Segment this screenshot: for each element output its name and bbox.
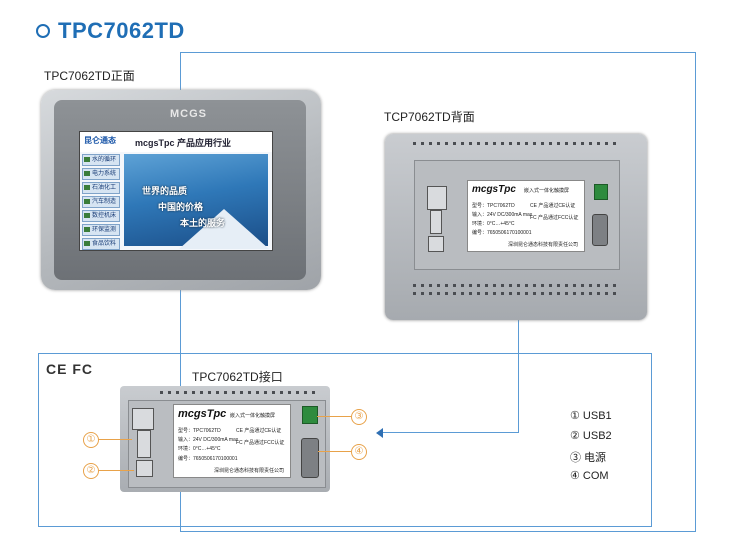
label-model: 型号：TPC7062TD (178, 428, 221, 434)
legend-power: ③ 电源 (570, 452, 607, 464)
label-serial: 编号：7650506170100001 (178, 456, 238, 462)
legend-com: ④ COM (570, 470, 609, 482)
vent-slots (160, 391, 320, 394)
label-serial: 编号：7650506170100001 (472, 230, 532, 236)
callout-line (98, 470, 134, 471)
connector-line (180, 531, 696, 532)
screen-menu-item: 水的循环 (82, 154, 120, 166)
label-product: 嵌入式一体化触摸屏 (230, 413, 276, 419)
screen-menu-item: 石油化工 (82, 182, 120, 194)
usb1-port (427, 186, 447, 210)
usb1-port (132, 408, 154, 430)
front-caption: TPC7062TD正面 (44, 69, 135, 83)
screen-brand: 昆仑通态 (84, 136, 116, 145)
label-env: 环境：0°C…+45°C (178, 446, 221, 452)
label-cert-ce: CE 产品通过CE认证 (236, 428, 282, 434)
label-product: 嵌入式一体化触摸屏 (524, 188, 570, 194)
com-port (592, 214, 608, 246)
screen-header-text: mcgsTpc 产品应用行业 (135, 138, 232, 148)
label-brand: mcgsTpc (472, 184, 516, 195)
page-title: TPC7062TD (58, 18, 185, 43)
interface-caption: TPC7062TD接口 (192, 370, 283, 384)
back-caption: TCP7062TD背面 (384, 110, 475, 124)
label-cert-ce: CE 产品通过CE认证 (530, 203, 576, 209)
screen-menu: 水的循环 电力系统 石油化工 汽车制造 数控机床 环保监测 食品饮料 (82, 154, 120, 250)
power-connector (594, 184, 608, 200)
connector-line (518, 320, 519, 432)
label-model: 型号：TPC7062TD (472, 203, 515, 209)
connector-line (695, 52, 696, 532)
legend-usb1: ① USB1 (570, 410, 612, 422)
screen-menu-item: 汽车制造 (82, 196, 120, 208)
label-company: 深圳昆仑通态科技有限责任公司 (214, 468, 285, 474)
label-brand: mcgsTpc (178, 408, 227, 420)
interface-label: mcgsTpc 嵌入式一体化触摸屏 型号：TPC7062TD 输入：24V DC… (173, 404, 291, 478)
com-port (301, 438, 319, 478)
callout-power: ③ (351, 409, 367, 425)
legend-usb2: ② USB2 (570, 430, 612, 442)
connector-line (180, 52, 696, 53)
device-screen: 昆仑通态 mcgsTpc 产品应用行业 水的循环 电力系统 石油化工 汽车制造 … (79, 131, 273, 251)
label-company: 深圳昆仑通态科技有限责任公司 (508, 242, 579, 248)
screen-menu-item: 环保监测 (82, 224, 120, 236)
label-cert-fc: FC 产品通过FCC认证 (236, 440, 285, 446)
callout-usb1: ① (83, 432, 99, 448)
vent-slots (413, 292, 619, 295)
vent-slots (413, 142, 619, 145)
power-connector (302, 406, 318, 424)
screen-menu-item: 数控机床 (82, 210, 120, 222)
mcgs-logo: MCGS (170, 108, 207, 120)
callout-line (317, 416, 351, 417)
usb2-port (136, 460, 153, 477)
interface-section (38, 353, 652, 527)
title-bullet-icon (36, 24, 50, 38)
usb1-port (137, 430, 151, 458)
callout-usb2: ② (83, 463, 99, 479)
screen-menu-item: 电力系统 (82, 168, 120, 180)
certification-marks: CE FC (46, 361, 93, 377)
connector-line (382, 432, 519, 433)
usb2-port (428, 236, 444, 252)
screen-photo: 世界的品质 中国的价格 本土的服务 (124, 154, 269, 249)
connector-line (180, 52, 181, 90)
screen-header: 昆仑通态 mcgsTpc 产品应用行业 (80, 132, 272, 152)
slogan-line: 本土的服务 (180, 218, 226, 228)
label-env: 环境：0°C…+45°C (472, 221, 515, 227)
slogan-line: 中国的价格 (158, 202, 204, 212)
slogan-line: 世界的品质 (142, 186, 188, 196)
back-label: mcgsTpc 嵌入式一体化触摸屏 型号：TPC7062TD 输入：24V DC… (467, 180, 585, 252)
screen-menu-item: 食品饮料 (82, 238, 120, 250)
arrow-left-icon (376, 428, 383, 438)
label-input: 输入：24V DC/300mA max (472, 212, 533, 218)
mountain-image (179, 209, 269, 249)
callout-line (318, 451, 351, 452)
label-cert-fc: FC 产品通过FCC认证 (530, 215, 579, 221)
callout-line (98, 439, 132, 440)
usb1-port (430, 210, 442, 234)
callout-com: ④ (351, 444, 367, 460)
vent-slots (413, 284, 619, 287)
label-input: 输入：24V DC/300mA max (178, 437, 239, 443)
